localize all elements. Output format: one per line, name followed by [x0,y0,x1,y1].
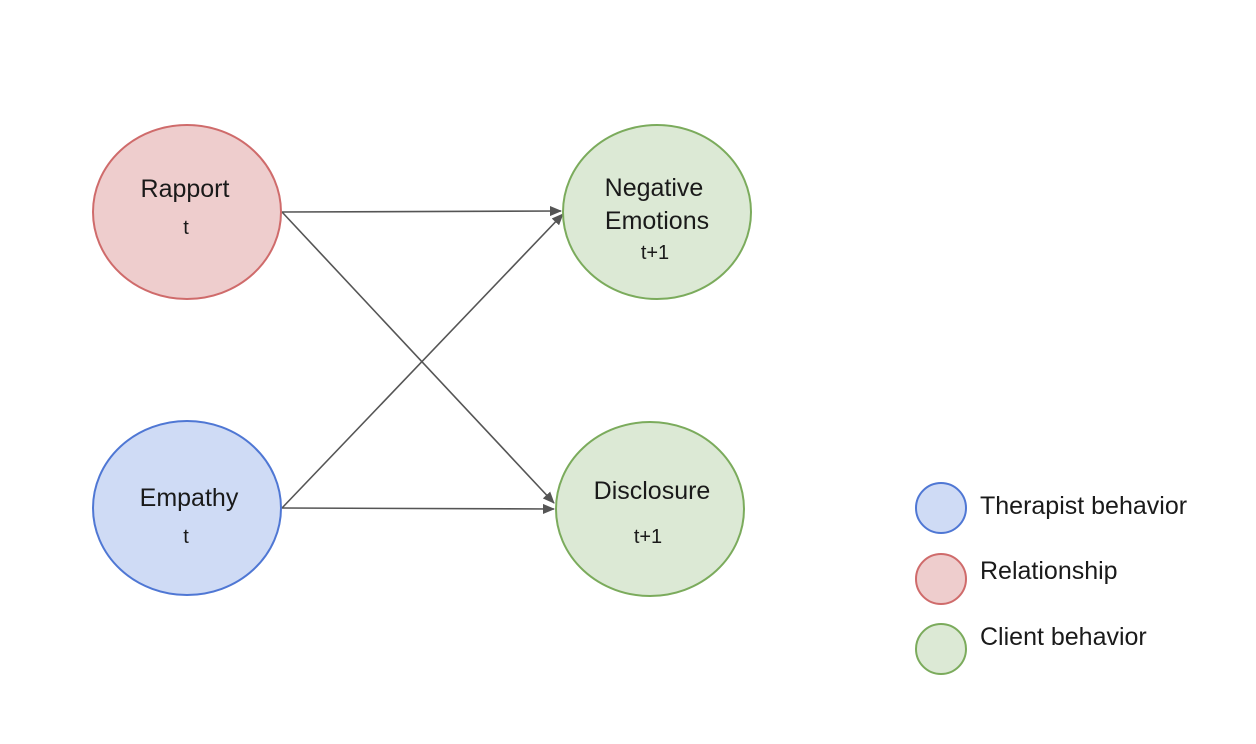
legend-item-relationship: Relationship [915,553,1118,605]
legend-swatch-relationship [915,553,967,605]
node-rapport-time: t [183,217,189,239]
node-disclosure-label: Disclosure [594,477,711,505]
legend-swatch-client [915,623,967,675]
legend-swatch-therapist [915,482,967,534]
node-negative-emotions-time: t+1 [641,242,669,264]
node-empathy-label: Empathy [140,484,239,512]
node-disclosure-time: t+1 [634,526,662,548]
legend-label-relationship: Relationship [980,557,1118,585]
node-negative-emotions: Negative Emotions t+1 [562,124,752,300]
node-negative-emotions-label-line1: Negative [605,174,704,202]
edge-rapport-to-disclosure [281,211,555,504]
legend-item-client: Client behavior [915,623,1147,675]
node-disclosure: Disclosure t+1 [555,421,745,597]
node-negative-emotions-shape [562,124,752,300]
edge-empathy-to-disclosure [281,503,555,514]
edge-rapport-to-negative-emotions [281,206,562,217]
legend: Therapist behavior Relationship Client b… [915,482,1187,675]
edges [281,206,564,514]
node-disclosure-shape [555,421,745,597]
legend-item-therapist: Therapist behavior [915,482,1187,534]
node-rapport-label: Rapport [141,175,230,203]
node-empathy-shape [92,420,282,596]
node-rapport-shape [92,124,282,300]
legend-label-client: Client behavior [980,623,1147,651]
node-empathy: Empathy t [92,420,282,596]
node-negative-emotions-label-line2: Emotions [605,207,709,235]
edge-empathy-to-negative-emotions [281,213,564,509]
node-empathy-time: t [183,526,189,548]
legend-label-therapist: Therapist behavior [980,492,1187,520]
node-rapport: Rapport t [92,124,282,300]
